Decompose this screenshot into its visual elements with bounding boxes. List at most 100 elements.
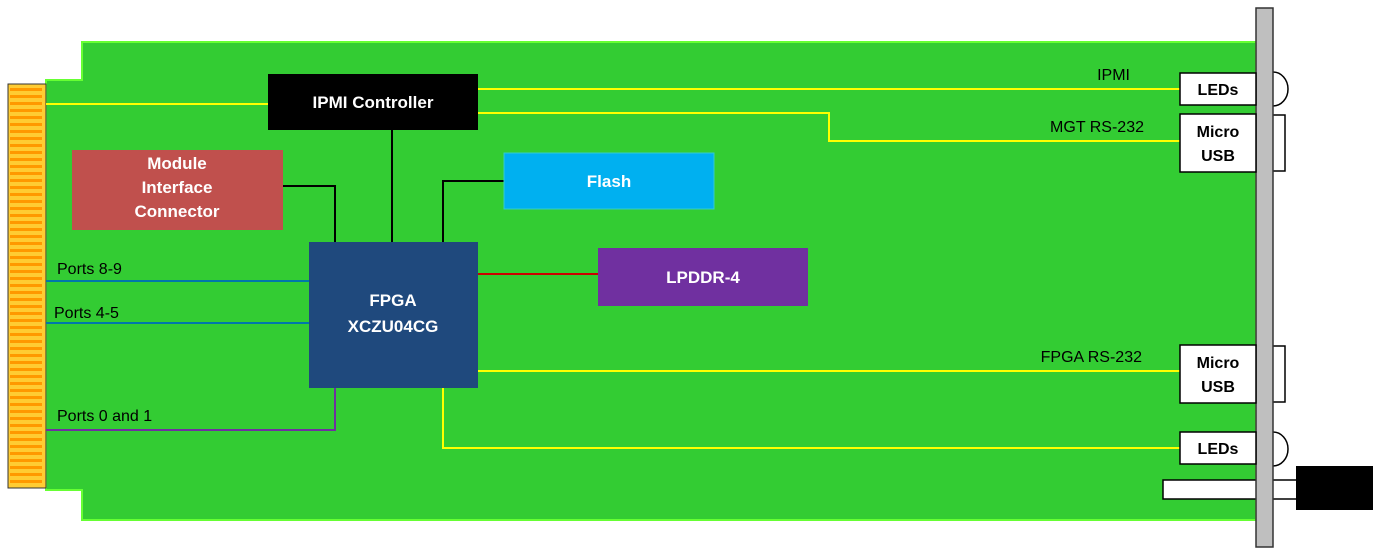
module-interface-label-3: Connector bbox=[135, 202, 220, 221]
led-dome-bottom bbox=[1272, 431, 1289, 467]
connector-finger bbox=[10, 431, 42, 434]
connector-finger bbox=[10, 263, 42, 266]
ejector-knob bbox=[1296, 466, 1373, 510]
ipmi-signal-label: IPMI bbox=[1097, 67, 1130, 84]
panel-strip bbox=[1255, 7, 1274, 548]
lpddr-label: LPDDR-4 bbox=[666, 268, 740, 287]
fpga-rs232-label: FPGA RS-232 bbox=[1041, 349, 1142, 366]
connector-finger bbox=[10, 368, 42, 371]
leds-top-box: LEDs bbox=[1179, 72, 1257, 106]
connector-finger bbox=[10, 165, 42, 168]
connector-finger bbox=[10, 354, 42, 357]
ipmi-controller-block: IPMI Controller bbox=[268, 74, 478, 130]
connector-finger bbox=[10, 235, 42, 238]
connector-finger bbox=[10, 382, 42, 385]
connector-finger bbox=[10, 312, 42, 315]
connector-finger bbox=[10, 249, 42, 252]
connector-finger bbox=[10, 480, 42, 483]
fpga-label-1: FPGA bbox=[369, 291, 416, 310]
connector-finger bbox=[10, 228, 42, 231]
connector-finger bbox=[10, 144, 42, 147]
signal-labels: IPMI MGT RS-232 FPGA RS-232 Ports 8-9 Po… bbox=[54, 67, 1144, 425]
connector-finger bbox=[10, 88, 42, 91]
connector-finger bbox=[10, 137, 42, 140]
trace-module-fpga bbox=[283, 185, 336, 242]
connector-finger bbox=[10, 438, 42, 441]
connector-finger bbox=[10, 305, 42, 308]
micro-usb-bottom-box: Micro USB bbox=[1179, 344, 1257, 404]
connector-finger bbox=[10, 319, 42, 322]
connector-finger bbox=[10, 179, 42, 182]
connector-finger bbox=[10, 214, 42, 217]
connector-finger bbox=[10, 186, 42, 189]
connector-finger bbox=[10, 298, 42, 301]
traces bbox=[46, 88, 1180, 449]
connector-finger bbox=[10, 326, 42, 329]
ipmi-controller-label: IPMI Controller bbox=[313, 93, 434, 112]
connector-finger bbox=[10, 291, 42, 294]
connector-finger bbox=[10, 347, 42, 350]
ports-0-1-label: Ports 0 and 1 bbox=[57, 408, 152, 425]
connector-finger bbox=[10, 410, 42, 413]
connector-finger bbox=[10, 256, 42, 259]
connector-finger bbox=[10, 200, 42, 203]
fpga-label-2: XCZU04CG bbox=[348, 317, 439, 336]
front-panel bbox=[1162, 7, 1373, 548]
connector-finger bbox=[10, 459, 42, 462]
connector-finger bbox=[10, 452, 42, 455]
micro-usb-bottom-label-1: Micro bbox=[1197, 355, 1240, 372]
connector-finger bbox=[10, 172, 42, 175]
connector-finger bbox=[10, 270, 42, 273]
ejector-bar bbox=[1162, 479, 1300, 500]
connector-finger bbox=[10, 123, 42, 126]
connector-finger bbox=[10, 151, 42, 154]
connector-finger bbox=[10, 193, 42, 196]
lpddr-block: LPDDR-4 bbox=[598, 248, 808, 306]
leds-bottom-label: LEDs bbox=[1198, 441, 1239, 458]
connector-finger bbox=[10, 473, 42, 476]
connector-finger bbox=[10, 396, 42, 399]
connector-finger bbox=[10, 466, 42, 469]
edge-connector bbox=[7, 83, 47, 489]
mgt-rs232-label: MGT RS-232 bbox=[1050, 119, 1144, 136]
micro-usb-top-label-1: Micro bbox=[1197, 124, 1240, 141]
connector-finger bbox=[10, 109, 42, 112]
connector-finger bbox=[10, 130, 42, 133]
connector-finger bbox=[10, 375, 42, 378]
trace-fpga-leds bbox=[442, 388, 1180, 449]
module-interface-label-1: Module bbox=[147, 154, 207, 173]
connector-finger bbox=[10, 221, 42, 224]
connector-finger bbox=[10, 361, 42, 364]
module-interface-block: Module Interface Connector bbox=[72, 150, 283, 230]
trace-flash-fpga bbox=[442, 180, 504, 242]
connector-finger bbox=[10, 389, 42, 392]
fpga-block: FPGA XCZU04CG bbox=[309, 242, 478, 388]
trace-mgt-rs232 bbox=[478, 112, 1180, 142]
leds-top-label: LEDs bbox=[1198, 82, 1239, 99]
micro-usb-bottom-label-2: USB bbox=[1201, 379, 1235, 396]
micro-usb-top-label-2: USB bbox=[1201, 148, 1235, 165]
connector-finger bbox=[10, 340, 42, 343]
flash-block: Flash bbox=[503, 152, 715, 210]
connector-finger bbox=[10, 333, 42, 336]
connector-finger bbox=[10, 284, 42, 287]
trace-ports-0-1 bbox=[46, 388, 336, 431]
micro-usb-top-box: Micro USB bbox=[1179, 113, 1257, 173]
connector-finger bbox=[10, 417, 42, 420]
connector-finger bbox=[10, 95, 42, 98]
module-interface-label-2: Interface bbox=[142, 178, 213, 197]
connector-finger bbox=[10, 158, 42, 161]
led-dome-top bbox=[1272, 71, 1289, 107]
ports-8-9-label: Ports 8-9 bbox=[57, 261, 122, 278]
connector-finger bbox=[10, 445, 42, 448]
ports-4-5-label: Ports 4-5 bbox=[54, 305, 119, 322]
connector-finger bbox=[10, 102, 42, 105]
connector-finger bbox=[10, 116, 42, 119]
connector-finger bbox=[10, 277, 42, 280]
connector-finger bbox=[10, 424, 42, 427]
connector-finger bbox=[10, 403, 42, 406]
connector-finger bbox=[10, 207, 42, 210]
leds-bottom-box: LEDs bbox=[1179, 431, 1257, 465]
flash-label: Flash bbox=[587, 172, 631, 191]
